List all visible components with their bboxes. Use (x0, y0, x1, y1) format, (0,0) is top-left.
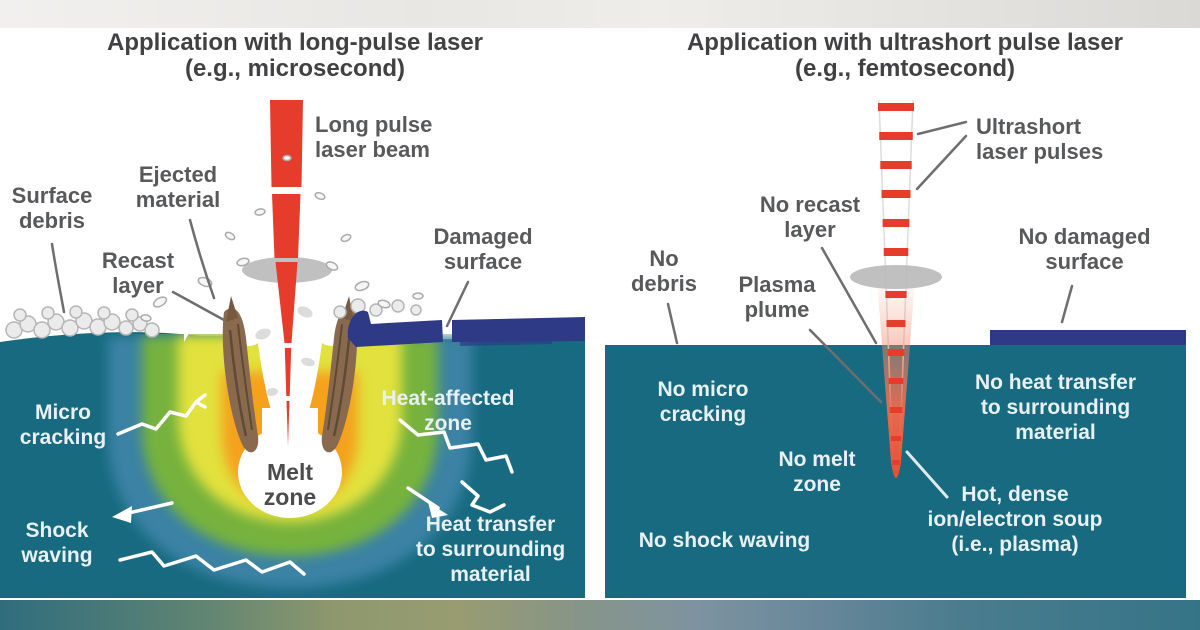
ultrashort-pulse-dashes (878, 103, 914, 465)
label-heat-affected-zone: Heat-affected zone (381, 387, 515, 435)
top-blur-band (0, 0, 1200, 28)
label-recast-layer: Recast layer (101, 248, 175, 298)
label-damaged-surface: Damaged surface (433, 224, 533, 274)
label-no-shock-waving: No shock waving (638, 529, 811, 552)
label-ejected-material: Ejected material (135, 162, 221, 212)
long-pulse-laser-beam (270, 100, 303, 446)
label-no-recast-layer: No recast layer (759, 192, 861, 242)
label-no-melt-zone: No melt zone (778, 448, 856, 496)
label-plasma-plume: Plasma plume (738, 272, 816, 322)
label-surface-debris: Surface debris (11, 183, 93, 233)
bottom-blur-band (0, 600, 1200, 630)
recast-layer-graphic (222, 296, 358, 453)
right-panel-graphic (605, 99, 1186, 598)
focus-lens-icon-right (850, 265, 942, 289)
damaged-surface-strip (347, 310, 585, 347)
label-no-damaged-surface: No damaged surface (1018, 224, 1151, 274)
label-ultrashort-pulses: Ultrashort laser pulses (976, 114, 1104, 164)
left-panel-graphic (0, 100, 585, 598)
plasma-soup-leader (905, 450, 949, 499)
heat-arrowhead (428, 502, 448, 518)
label-no-debris: No debris (630, 246, 698, 296)
label-melt-zone: Melt zone (263, 459, 317, 510)
shock-arrowhead (112, 506, 132, 523)
right-panel-title: Application with ultrashort pulse laser … (686, 29, 1124, 82)
label-shock-waving: Shock waving (21, 519, 93, 567)
leader-lines-left (50, 218, 470, 328)
surface-debris-graphic (5, 298, 422, 339)
label-no-micro-cracking: No micro cracking (657, 378, 749, 426)
crater-graphic (184, 294, 398, 518)
label-no-heat-transfer: No heat transfer to surrounding material (974, 371, 1137, 444)
left-panel-title: Application with long-pulse laser (e.g.,… (106, 29, 484, 82)
label-plasma-soup: Hot, dense ion/electron soup (i.e., plas… (927, 483, 1103, 556)
label-long-pulse-beam: Long pulse laser beam (315, 112, 433, 162)
label-micro-cracking: Micro cracking (19, 401, 107, 449)
undamaged-surface-strip (990, 330, 1186, 345)
leader-lines-right (666, 120, 1074, 404)
ejected-material-graphic (140, 154, 424, 322)
label-heat-transfer: Heat transfer to surrounding material (415, 513, 566, 586)
